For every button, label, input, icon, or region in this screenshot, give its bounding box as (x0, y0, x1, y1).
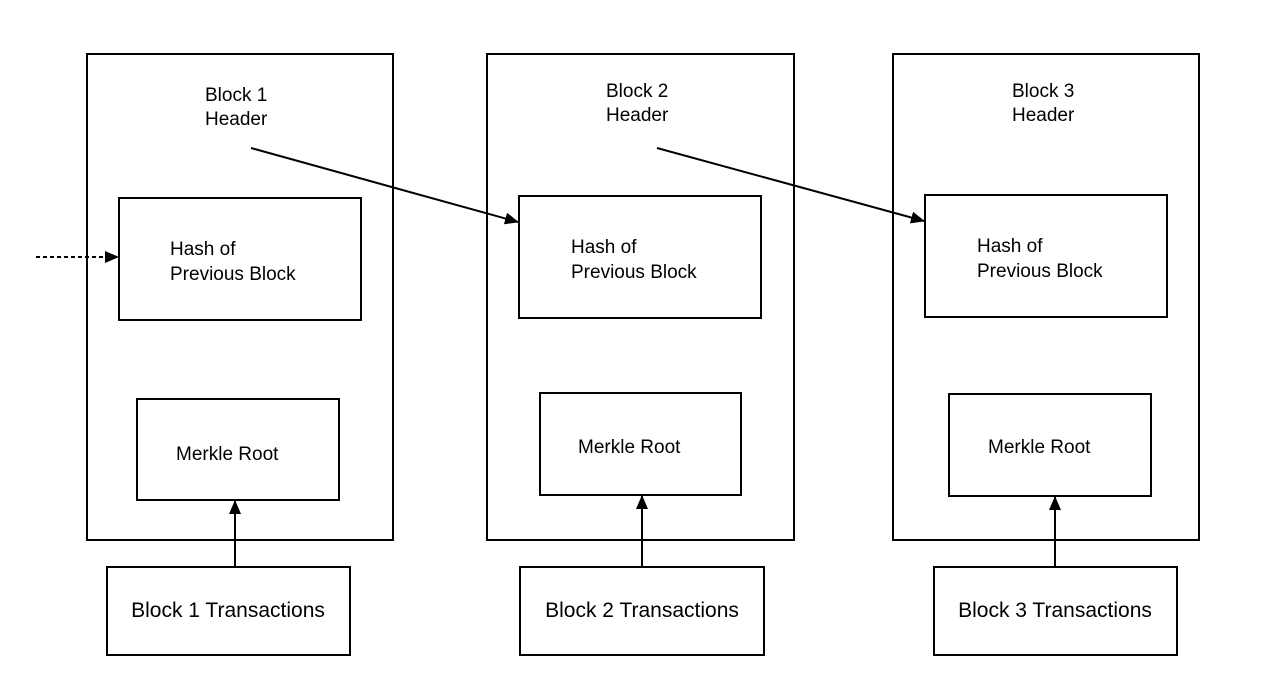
block-3-hash-label: Hash of (977, 236, 1043, 257)
block-3-hash-label-line2: Previous Block (977, 261, 1103, 282)
block-2-hash-label-line2: Previous Block (571, 262, 697, 283)
block-1-header-label: Block 1 (205, 85, 267, 106)
block-2-header-label-line2: Header (606, 105, 669, 126)
block-1: Block 1 Header Hash of Previous Block Me… (86, 53, 394, 656)
block-3: Block 3 Header Hash of Previous Block Me… (892, 53, 1200, 656)
block-3-merkle-root-label: Merkle Root (988, 437, 1091, 458)
block-2-transactions-box (519, 566, 765, 656)
block-1-hash-label-line2: Previous Block (170, 264, 296, 285)
block-1-header-label-line2: Header (205, 109, 268, 130)
block-3-hash-box (924, 194, 1168, 318)
block-2: Block 2 Header Hash of Previous Block Me… (486, 53, 795, 656)
block-2-transactions-label: Block 2 Transactions (545, 599, 739, 622)
block-1-hash-box (118, 197, 362, 321)
block-3-header-label: Block 3 (1012, 81, 1074, 102)
block-1-hash-label: Hash of (170, 239, 236, 260)
block-2-hash-label: Hash of (571, 237, 637, 258)
block-2-hash-box (518, 195, 762, 319)
block-1-to-block-2-hash-arrow (250, 147, 519, 225)
block-3-header-label-line2: Header (1012, 105, 1075, 126)
block-1-merkle-root-label: Merkle Root (176, 444, 279, 465)
block-1-transactions-label: Block 1 Transactions (131, 599, 325, 622)
block-3-transactions-box (933, 566, 1178, 656)
block-2-merkle-root-label: Merkle Root (578, 437, 681, 458)
block-2-merkle-root-box (539, 392, 742, 496)
block-3-transactions-label: Block 3 Transactions (958, 599, 1152, 622)
block-1-transactions-box (106, 566, 351, 656)
block-2-to-block-3-hash-arrow (656, 147, 925, 224)
block-1-merkle-root-box (136, 398, 340, 501)
block-2-header-label: Block 2 (606, 81, 668, 102)
